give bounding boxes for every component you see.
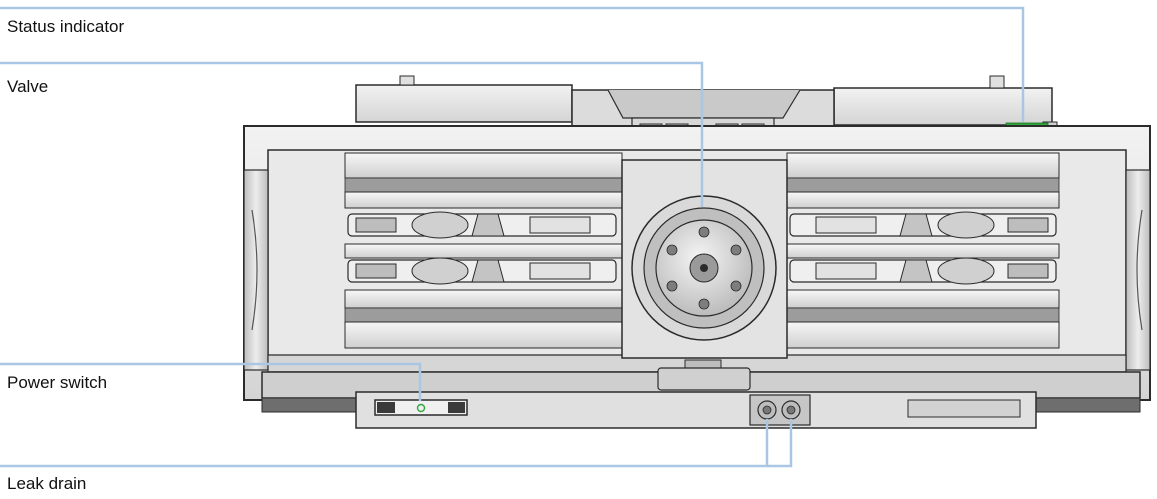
valve-callout-line bbox=[0, 61, 704, 207]
power-switch-callout-line bbox=[0, 362, 422, 401]
bottom-panel bbox=[355, 391, 1037, 429]
status-indicator-callout-line bbox=[0, 6, 1025, 122]
right-columns bbox=[789, 211, 1057, 285]
power-icon bbox=[416, 403, 426, 413]
power-switch[interactable] bbox=[374, 399, 468, 416]
power-switch-label: Power switch bbox=[7, 373, 108, 392]
right-column-slats bbox=[786, 152, 1060, 349]
status-indicator-label: Status indicator bbox=[7, 17, 125, 36]
valve-label: Valve bbox=[7, 77, 49, 96]
left-columns bbox=[347, 211, 617, 285]
leak-drain-label: Leak drain bbox=[7, 474, 87, 493]
leak-drain-callout-line bbox=[0, 419, 793, 468]
callout-lines bbox=[0, 6, 1025, 468]
valve bbox=[621, 159, 788, 391]
left-column-slats bbox=[344, 152, 623, 349]
leak-drain bbox=[757, 400, 801, 420]
